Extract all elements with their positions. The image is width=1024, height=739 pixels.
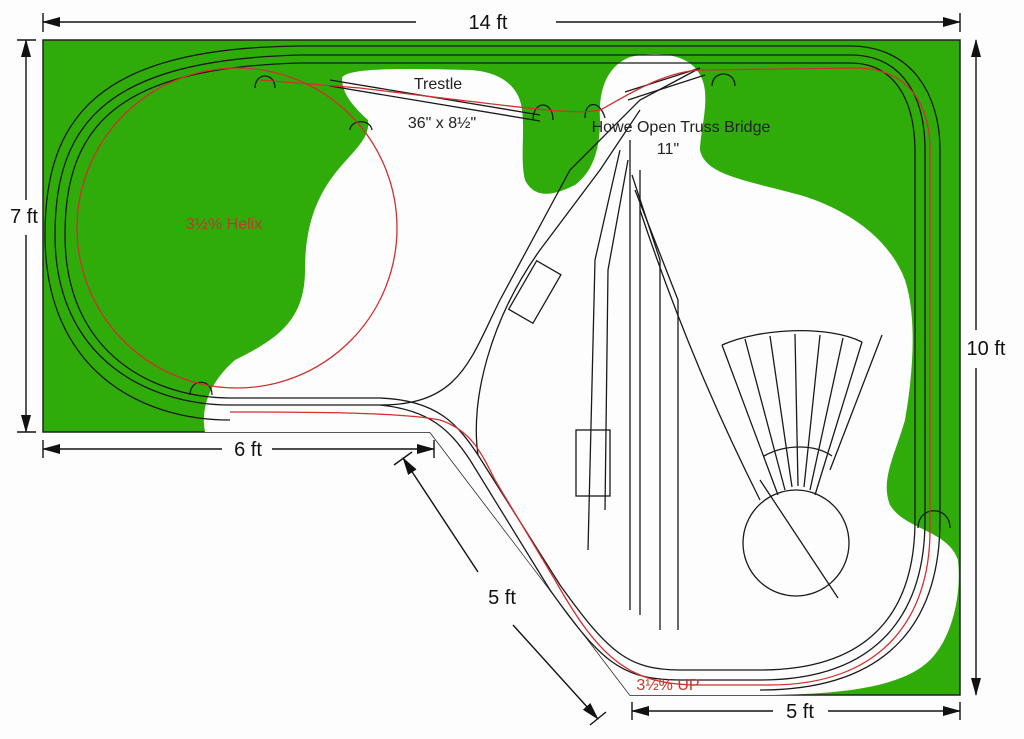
open-area [203, 54, 959, 696]
lower-left-dimension: 6 ft [234, 439, 262, 461]
right-depth-dimension: 10 ft [967, 338, 1006, 360]
grade-label: 3½% UP [636, 677, 699, 694]
trestle-size-label: 36" x 8½" [408, 115, 476, 132]
bridge-size-label: 11" [657, 141, 679, 158]
dimension-lines [17, 13, 981, 726]
helix-grade-track [76, 67, 931, 686]
bridge-label: Howe Open Truss Bridge [592, 119, 771, 136]
bottom-dimension: 5 ft [786, 701, 814, 723]
helix-label: 3½% Helix [186, 216, 262, 233]
track-network [44, 45, 951, 691]
diagonal-dimension: 5 ft [488, 587, 516, 609]
width-dimension: 14 ft [469, 12, 508, 34]
left-depth-dimension: 7 ft [10, 206, 38, 228]
trestle-label: Trestle [414, 76, 462, 93]
